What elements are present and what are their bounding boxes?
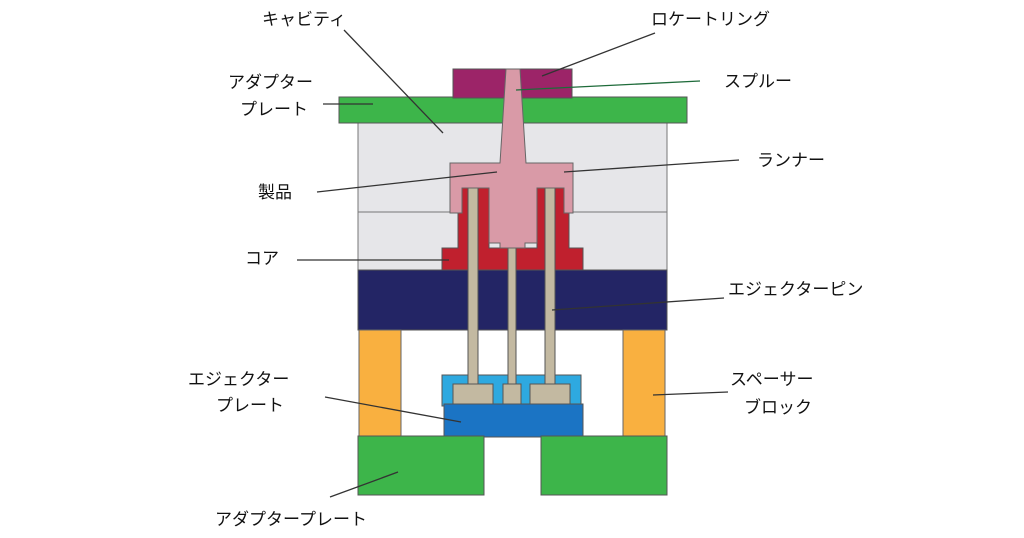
label-spacer-block-2: ブロック <box>744 397 812 418</box>
label-adapter-plate-top-2: プレート <box>240 100 308 120</box>
ejector-pin-right <box>544 187 556 385</box>
ejector-plate <box>443 403 584 438</box>
label-adapter-plate-bottom: アダプタープレート <box>215 510 367 530</box>
leader-adapter-plate-bottom <box>329 471 399 498</box>
label-adapter-plate-top-1: アダプター <box>228 73 313 93</box>
leader-sprue <box>515 80 701 91</box>
ejector-pin-head-center <box>502 383 522 405</box>
leader-locate-ring <box>541 32 656 77</box>
adapter-plate-bottom-right <box>540 435 668 496</box>
ejector-pin-left <box>467 187 479 385</box>
label-product: 製品 <box>258 183 292 203</box>
leader-product <box>316 171 498 193</box>
leader-spacer-block <box>652 391 729 396</box>
leader-cavity <box>343 29 444 134</box>
sprue-runner-product <box>449 68 574 249</box>
label-locate-ring: ロケートリング <box>651 10 770 30</box>
adapter-plate-bottom-left <box>357 435 485 496</box>
spacer-block-right <box>622 329 666 438</box>
leader-ejector-pin <box>551 297 725 311</box>
ejector-pin-head-left <box>452 383 494 405</box>
ejector-pin-center <box>507 241 517 385</box>
spacer-block-left <box>358 329 402 438</box>
label-cavity: キャビティ <box>262 10 346 30</box>
label-runner: ランナー <box>757 151 825 171</box>
ejector-pin-head-right <box>529 383 571 405</box>
label-sprue: スプルー <box>724 72 792 92</box>
label-spacer-block-1: スペーサー <box>730 370 813 390</box>
label-ejector-plate-1: エジェクター <box>188 370 289 390</box>
label-ejector-plate-2: プレート <box>216 396 284 416</box>
leader-ejector-plate <box>324 396 462 423</box>
label-core: コア <box>245 249 279 269</box>
leader-runner <box>563 159 740 173</box>
label-ejector-pin: エジェクターピン <box>728 280 863 300</box>
